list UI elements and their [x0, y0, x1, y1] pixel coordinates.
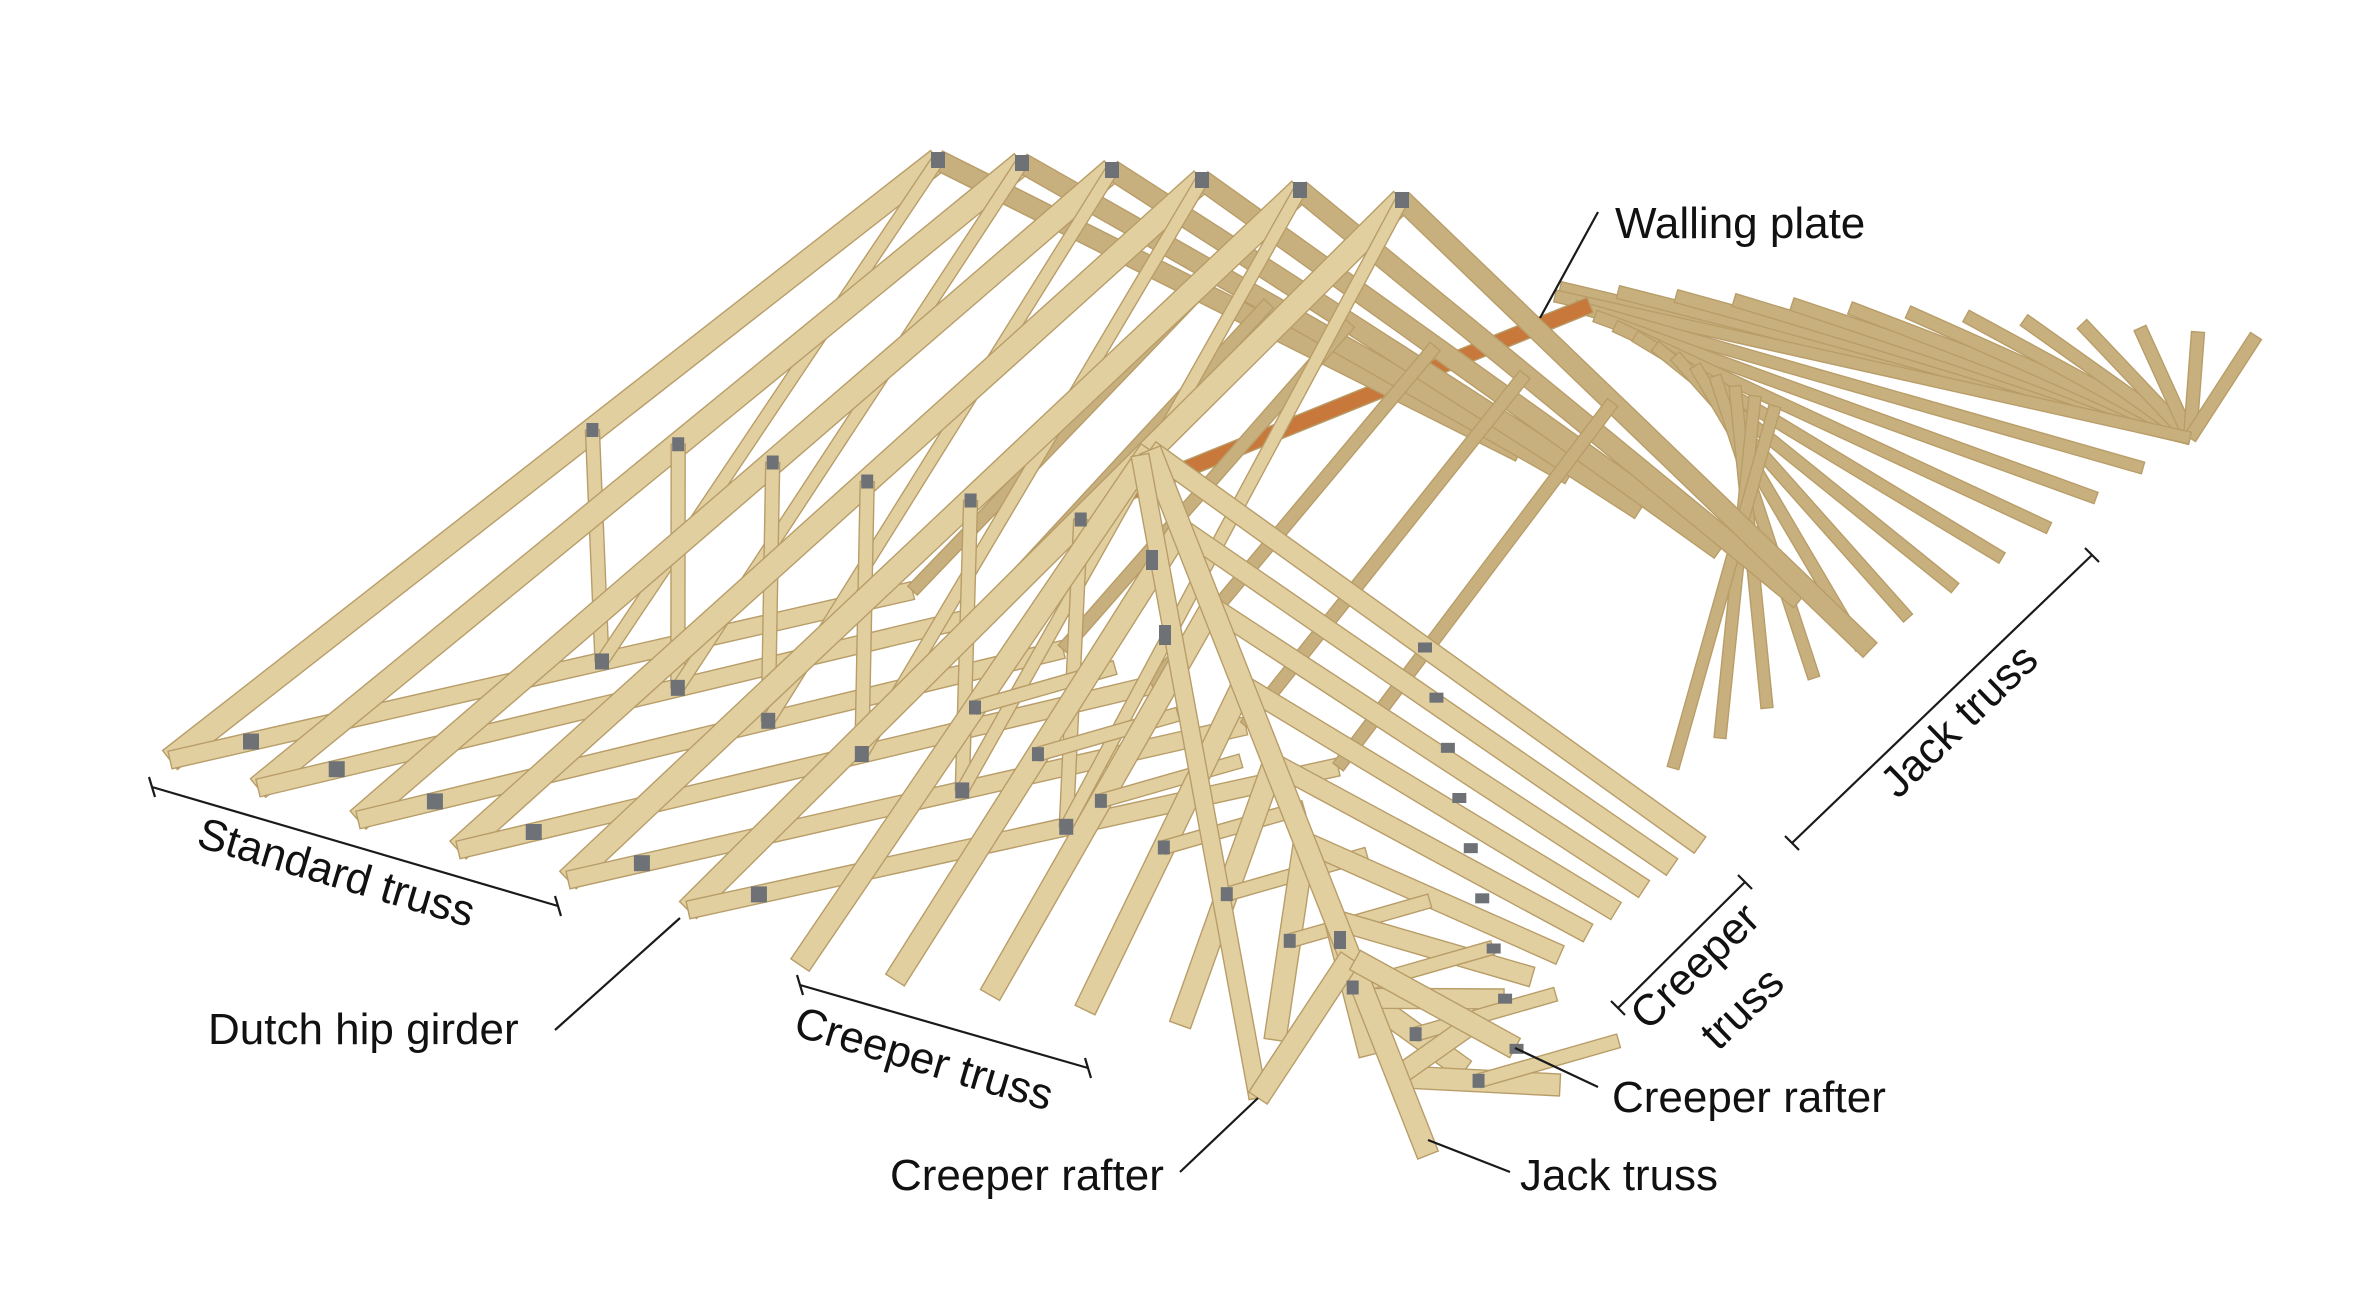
connector-plate: [1031, 747, 1044, 762]
connector-plate: [1157, 840, 1170, 855]
connector-plate: [1395, 192, 1409, 208]
connector-plate: [761, 712, 776, 729]
connector-plate: [1418, 642, 1432, 653]
connector-plate: [1094, 793, 1107, 808]
connector-plate: [861, 474, 874, 489]
truss-structure: [161, 149, 2263, 1160]
connector-plate: [955, 782, 970, 799]
connector-plate: [1463, 843, 1478, 854]
connector-plate: [1146, 550, 1158, 570]
standard-truss-label: Standard truss: [192, 809, 480, 937]
creeper-truss-left-bracket: [795, 974, 1093, 1079]
dutch-hip-girder-label: Dutch hip girder: [208, 1005, 519, 1054]
connector-plate: [525, 824, 542, 840]
connector-plate: [243, 733, 259, 750]
connector-plate: [595, 653, 609, 670]
jack-truss-bottom-leader: [1427, 1138, 1511, 1174]
walling-plate-leader: [1539, 211, 1599, 319]
connector-plate: [1015, 155, 1029, 171]
connector-plate: [854, 746, 869, 762]
jack-truss-right-label: Jack truss: [1871, 634, 2048, 807]
creeper-rafter-right-leader: [1514, 1047, 1599, 1088]
connector-plate: [969, 700, 981, 715]
connector-plate: [670, 679, 685, 696]
creeper-rafter-left-label: Creeper rafter: [890, 1151, 1164, 1200]
connector-plate: [1409, 1027, 1422, 1042]
connector-plate: [1452, 793, 1467, 803]
jack-truss-chord: [1592, 309, 2099, 505]
connector-plate: [426, 793, 443, 810]
connector-plate: [931, 152, 945, 168]
connector-plate: [672, 437, 685, 452]
jack-truss-bottom-label: Jack truss: [1520, 1151, 1718, 1200]
connector-plate: [1105, 162, 1119, 178]
connector-plate: [964, 493, 977, 508]
connector-plate: [1334, 931, 1346, 949]
creeper-truss-right-bracket: [1610, 874, 1753, 1016]
connector-plate: [1440, 742, 1455, 753]
connector-plate: [1159, 625, 1171, 645]
connector-plate: [1283, 933, 1296, 948]
hip-jack-truss: [1138, 445, 1440, 1160]
connector-plates: [243, 152, 1524, 1088]
jack-truss-chord: [1611, 319, 2053, 535]
connector-plate: [328, 761, 345, 778]
jack-truss-rafter: [2183, 331, 2263, 443]
jack-truss-right-bracket: [1784, 547, 2100, 851]
connector-plate: [766, 455, 779, 470]
connector-plate: [1346, 980, 1359, 995]
connector-plate: [1220, 887, 1233, 902]
connector-plate: [1472, 1073, 1485, 1088]
creeper-rafter-left: [1247, 950, 1361, 1106]
dutch-hip-girder-leader: [554, 917, 681, 1031]
connector-plate: [1475, 893, 1490, 904]
walling-plate-label: Walling plate: [1615, 199, 1865, 248]
connector-plate: [1059, 818, 1074, 835]
connector-plate: [1195, 172, 1209, 188]
jack-truss-chord: [1552, 289, 2193, 445]
connector-plate: [633, 855, 650, 872]
connector-plate: [1293, 182, 1307, 198]
annotations: [147, 211, 2100, 1174]
standard-truss-bracket: [147, 776, 563, 917]
connector-plate: [1429, 692, 1444, 703]
jack-truss-chord: [1666, 403, 1782, 771]
connector-plate: [1074, 512, 1087, 527]
creeper-rafter-right: [1348, 949, 1522, 1059]
connector-plate: [750, 886, 767, 903]
creeper-truss-left-label: Creeper truss: [789, 998, 1058, 1121]
creeper-rafter-left-leader: [1179, 1097, 1259, 1173]
connector-plate: [1498, 993, 1513, 1004]
connector-plate: [586, 423, 599, 437]
creeper-rafter-right-label: Creeper rafter: [1612, 1073, 1886, 1122]
connector-plate: [1486, 943, 1501, 954]
